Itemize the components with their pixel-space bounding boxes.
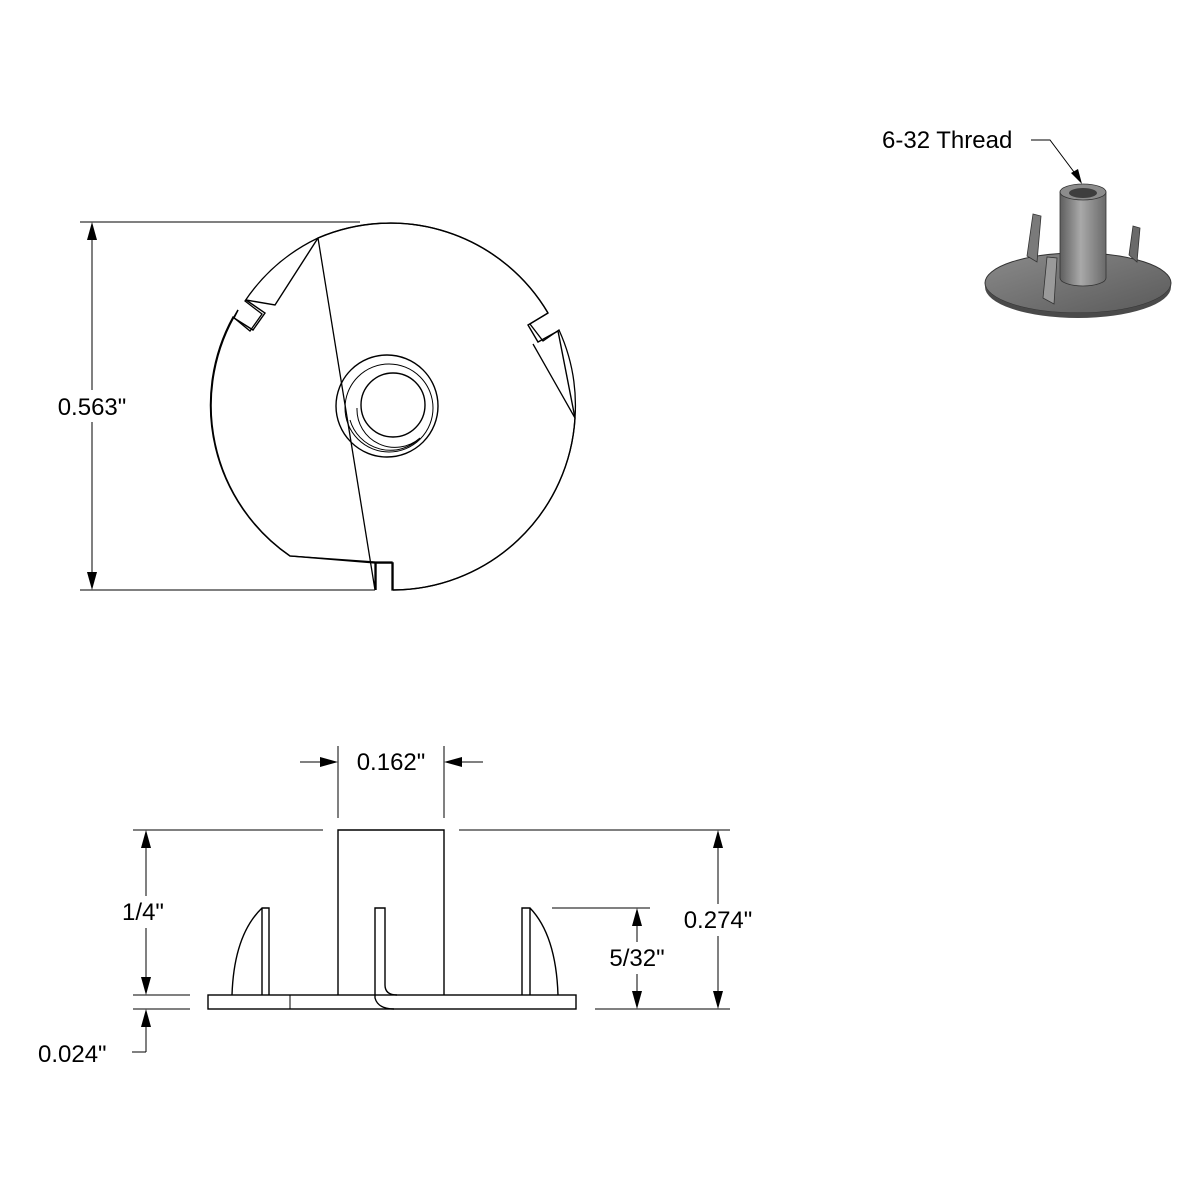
iso-thread-bore — [1069, 188, 1097, 198]
arrow-barrel-right — [444, 757, 462, 767]
thread-start-curve — [349, 407, 421, 451]
barrel-outer-circle — [335, 354, 439, 458]
label-bg-prong-height — [605, 942, 671, 974]
thread-leader-line — [1031, 139, 1078, 177]
dimension-barrel-diameter: 0.162" — [357, 749, 426, 776]
prong-notch-bottom — [375, 562, 394, 590]
dimension-barrel-height: 1/4" — [122, 899, 164, 926]
iso-flange-edge — [985, 283, 1171, 318]
iso-prong-right — [1128, 225, 1141, 263]
arrow-barrel-left — [320, 757, 338, 767]
arrow-overall-down — [713, 991, 723, 1009]
prong-notch-left — [233, 299, 266, 331]
thread-leader-arrow — [1071, 169, 1082, 184]
dimension-prong-height: 5/32" — [609, 945, 664, 972]
dimension-overall-height: 0.274" — [684, 907, 753, 934]
arrow-barrel-height-down — [141, 977, 151, 995]
flange-flat-left — [245, 237, 319, 306]
arrow-barrel-height-up — [141, 830, 151, 848]
flange-edge-lower-right — [392, 330, 576, 591]
iso-prong-front — [1042, 256, 1058, 305]
flange-flat-bottom — [210, 309, 377, 564]
flange-edge-right — [317, 222, 549, 314]
dimension-flange-thickness: 0.024" — [38, 1041, 107, 1068]
barrel-chamfer-circle — [344, 363, 434, 453]
arrow-flange-thickness — [141, 1009, 151, 1027]
side-prong-center — [374, 907, 398, 1010]
thread-bore-circle — [360, 372, 426, 438]
dimension-overall-diameter: 0.563" — [58, 394, 127, 421]
arrow-prong-up — [632, 908, 642, 926]
side-barrel — [337, 829, 445, 995]
iso-prong-left — [1026, 213, 1042, 263]
arrow-down — [87, 572, 97, 590]
arrow-up — [87, 222, 97, 240]
side-prong-left — [231, 907, 270, 996]
side-view: 0.162" 1/4" 0.024" 5/32" 0.274" — [38, 746, 760, 1068]
label-background — [50, 390, 136, 422]
arrow-prong-down — [632, 991, 642, 1009]
top-view: 0.563" — [50, 221, 577, 591]
side-prong-right — [521, 907, 559, 996]
thread-callout-label: 6-32 Thread — [882, 127, 1012, 154]
label-bg-overall-height — [676, 904, 760, 936]
prong-notch-right — [527, 312, 559, 343]
side-flange — [207, 994, 577, 1010]
label-bg-barrel-height — [114, 896, 174, 928]
arrow-overall-up — [713, 830, 723, 848]
isometric-view: 6-32 Thread — [882, 127, 1172, 318]
iso-barrel — [1059, 191, 1107, 287]
